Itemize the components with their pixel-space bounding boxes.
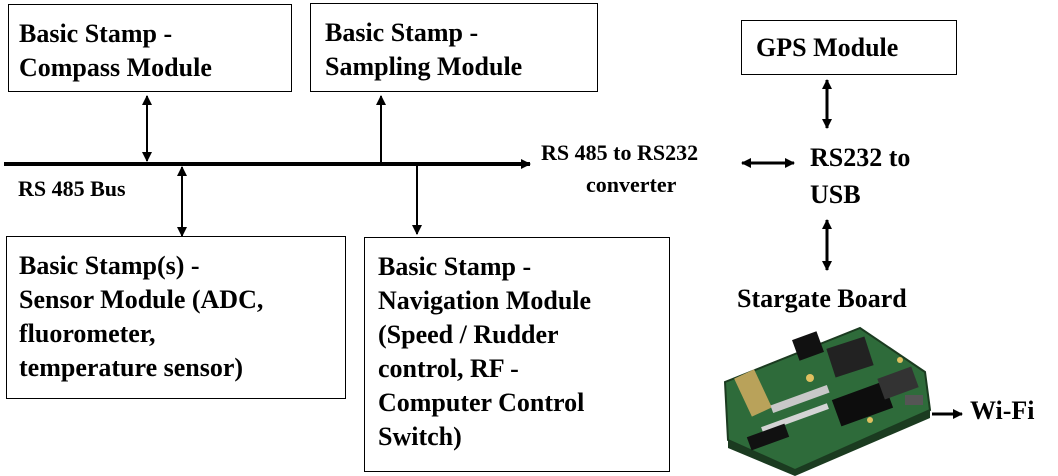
stargate-board-image [723,326,932,476]
sampling-module-label: Basic Stamp - Sampling Module [325,18,523,81]
compass-module-box: Basic Stamp - Compass Module [8,4,292,92]
gps-module-box: GPS Module [741,20,957,75]
stargate-board-label: Stargate Board [737,284,907,313]
sensor-module-box: Basic Stamp(s) - Sensor Module (ADC, flu… [6,236,346,399]
converter-label-line1: RS 485 to RS232 [541,140,699,165]
sensor-module-label: Basic Stamp(s) - Sensor Module (ADC, flu… [19,251,264,382]
gps-module-label: GPS Module [756,33,899,62]
rs485-bus-label: RS 485 Bus [18,176,126,201]
sampling-module-box: Basic Stamp - Sampling Module [310,3,598,92]
navigation-module-label: Basic Stamp - Navigation Module (Speed /… [378,252,592,451]
navigation-module-box: Basic Stamp - Navigation Module (Speed /… [364,237,670,472]
compass-module-label: Basic Stamp - Compass Module [19,19,212,82]
wifi-label: Wi-Fi [970,396,1035,425]
usb-label-line2: USB [810,180,861,209]
usb-label-line1: RS232 to [810,143,911,172]
converter-label-line2: converter [586,172,677,197]
